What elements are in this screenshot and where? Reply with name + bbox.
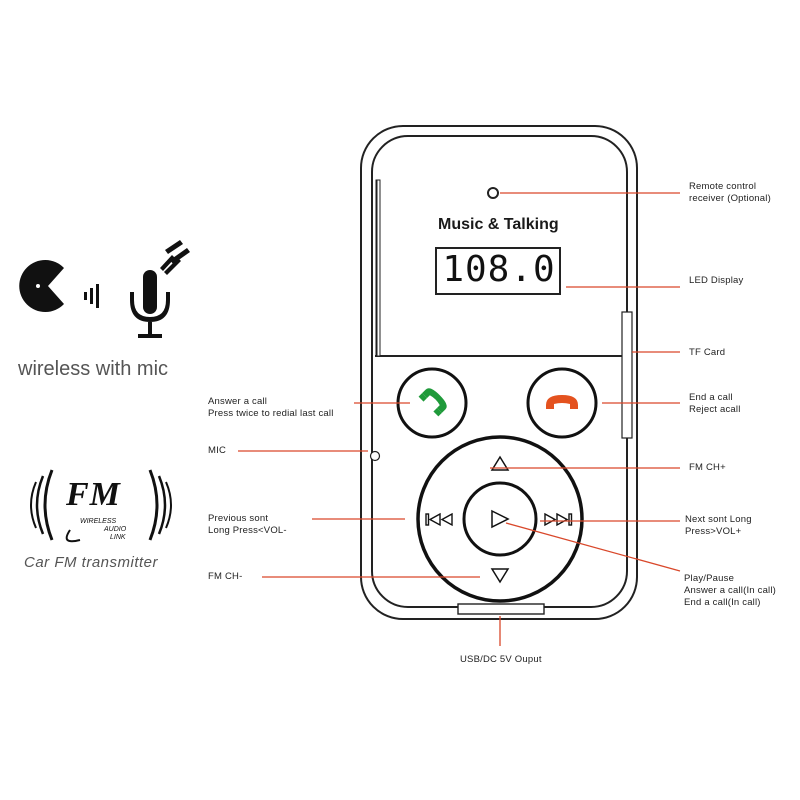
fm-logo-sub-1: WIRELESS (80, 518, 117, 525)
next-track-icon[interactable] (544, 512, 573, 527)
label-usb: USB/DC 5V Ouput (460, 654, 542, 665)
fm-logo-icon (30, 469, 172, 543)
device-title: Music & Talking (438, 216, 559, 233)
label-mic: MIC (208, 445, 227, 456)
fm-logo-sub-2: AUDIO (104, 526, 127, 533)
label-fm-ch-plus: FM CH+ (689, 462, 726, 473)
label-led-display: LED Display (689, 275, 744, 286)
led-display-frame (435, 247, 561, 295)
arrow-up-icon[interactable] (490, 455, 510, 471)
play-icon (491, 509, 510, 529)
pacman-icon (19, 260, 99, 313)
led-display-value: 108.0 (442, 249, 556, 290)
label-fm-ch-minus: FM CH- (208, 571, 243, 582)
tf-card-slot (621, 311, 633, 439)
wireless-caption: wireless with mic (18, 358, 169, 380)
arrow-down-icon[interactable] (490, 568, 510, 584)
mic-hole (369, 450, 381, 462)
phone-end-icon (546, 395, 578, 409)
fm-caption: Car FM transmitter (24, 554, 159, 571)
label-tf-card: TF Card (689, 347, 726, 358)
leader-lines (238, 192, 681, 646)
fm-logo-sub-3: LINK (110, 534, 126, 541)
previous-track-icon[interactable] (425, 512, 453, 527)
remote-sensor (487, 187, 499, 199)
phone-answer-icon (418, 388, 447, 417)
fm-logo-text: FM (66, 476, 121, 513)
microphone-icon (130, 240, 190, 338)
usb-port (457, 603, 545, 615)
